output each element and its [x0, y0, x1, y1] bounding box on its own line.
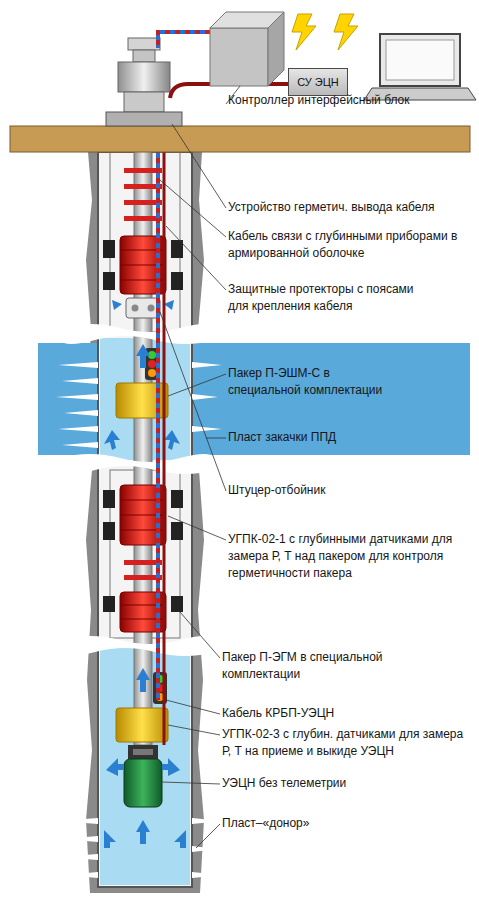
- callout-label: Пласт закачки ППД: [228, 429, 428, 446]
- callout-label: Пакер П-ЭГМ в специальной комплектации: [222, 649, 392, 683]
- armored-cable: [158, 32, 210, 48]
- flow-arrow: [106, 758, 124, 776]
- anchor-slip: [103, 522, 115, 540]
- choke-fitting: [126, 298, 160, 318]
- flow-arrow: [164, 430, 180, 450]
- leader-line: [180, 612, 220, 658]
- flow-arrow: [136, 820, 150, 844]
- callout-label: Пласт–«донор»: [222, 815, 422, 832]
- borehole-rock: [86, 152, 204, 893]
- wireless-signal: [292, 14, 316, 50]
- leader-line: [172, 124, 226, 208]
- choke-port: [148, 305, 155, 312]
- leader-line: [160, 180, 226, 237]
- callout-label: Штуцер-отбойник: [228, 482, 428, 499]
- indicator-light: [148, 369, 156, 377]
- controller-cube: [210, 28, 268, 86]
- leader-line: [162, 782, 220, 784]
- flow-arrow: [174, 830, 186, 848]
- section-break: [60, 454, 215, 474]
- perforation: [192, 846, 218, 852]
- anchor-slip: [103, 596, 115, 612]
- box-text: СУ ЭЦН: [297, 76, 339, 89]
- perforation: [192, 818, 222, 824]
- perforation: [62, 442, 98, 448]
- leader-line: [196, 824, 220, 848]
- callout-label: УГПК-02-1 с глубинными датчиками для зам…: [228, 531, 473, 582]
- choke-port: [132, 305, 139, 312]
- callout-label: Пакер П-ЭШМ-С в специальной комплектации: [228, 365, 398, 399]
- ground-platform: [10, 126, 470, 152]
- leader-line: [206, 438, 226, 439]
- wellhead-flange: [106, 112, 182, 126]
- callout-label: УЭЦН без телеметрии: [222, 775, 422, 792]
- flow-arrow: [112, 300, 122, 310]
- indicator-light: [148, 360, 156, 368]
- flow-arrow: [104, 430, 120, 450]
- perforation: [58, 818, 98, 824]
- casing: [98, 152, 192, 887]
- wellhead-body: [118, 62, 170, 92]
- control-box: СУ ЭЦН: [288, 68, 348, 96]
- callout-label: Контроллер интерфейсный блок: [228, 92, 473, 109]
- section-break: [60, 636, 215, 656]
- perforation: [58, 362, 98, 368]
- leader-line: [160, 312, 226, 491]
- anchor-slip: [103, 272, 115, 290]
- power-cable: [163, 128, 166, 745]
- leader-line: [168, 725, 220, 735]
- laptop-display: [386, 40, 454, 80]
- anchor-slip: [171, 490, 183, 508]
- perforation: [64, 872, 98, 878]
- well-fluid: [100, 648, 190, 885]
- perforation: [56, 394, 98, 400]
- perforations: [56, 818, 222, 878]
- pump-intake: [128, 745, 158, 759]
- wellhead-body: [124, 92, 164, 112]
- callout-label: УГПК-02-3 с глубин. датчиками для замера…: [222, 726, 472, 760]
- perforation: [58, 426, 98, 432]
- callout-label: Устройство герметич. вывода кабеля: [228, 199, 473, 216]
- armored-cable: [156, 128, 160, 700]
- perforation: [192, 872, 222, 878]
- section-break: [60, 324, 215, 344]
- flow-arrow: [162, 758, 180, 776]
- flow-arrow: [136, 344, 150, 368]
- wireless-signal: [334, 14, 358, 50]
- intake-slot: [133, 749, 153, 755]
- leader-line: [168, 374, 226, 396]
- wellhead-neck: [133, 50, 155, 62]
- armored-cable: [158, 32, 210, 48]
- perforation: [62, 836, 98, 842]
- anchor-slip: [103, 490, 115, 508]
- controller-cube: [268, 12, 284, 86]
- leader-line: [166, 226, 226, 290]
- armored-cable: [156, 128, 160, 700]
- perforation: [62, 378, 98, 384]
- callout-label: Защитные протекторы с поясами для крепле…: [228, 281, 433, 315]
- perforation: [192, 426, 222, 432]
- perforation: [192, 362, 222, 368]
- esp-unit: [124, 759, 162, 807]
- perforation: [56, 854, 98, 860]
- callout-label: Кабель связи с глубинными приборами в ар…: [228, 228, 468, 262]
- laptop-screen: [380, 34, 460, 86]
- anchor-slip: [103, 240, 115, 258]
- anchor-slip: [171, 522, 183, 540]
- flow-arrow: [136, 668, 150, 692]
- perforation: [192, 394, 218, 400]
- flow-arrow: [104, 830, 116, 848]
- anchor-slip: [171, 596, 183, 612]
- gauge-unit: [116, 708, 168, 742]
- anchor-slip: [171, 272, 183, 290]
- wellhead-cap: [128, 38, 160, 50]
- leader-line: [168, 516, 226, 540]
- callout-label: Кабель КРБП-УЭЦН: [222, 705, 422, 722]
- perforation: [64, 410, 98, 416]
- leader-line: [166, 700, 220, 714]
- packer: [116, 383, 168, 418]
